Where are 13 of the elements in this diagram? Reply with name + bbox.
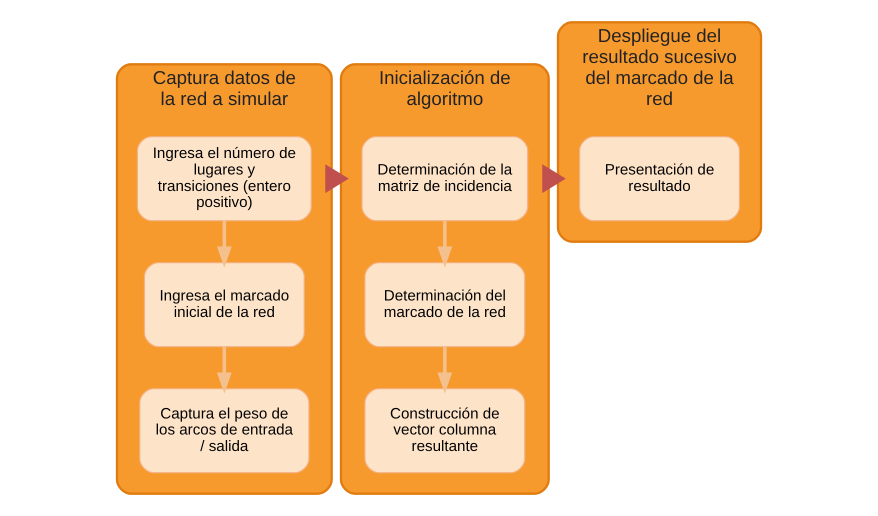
arrow: [542, 164, 566, 194]
arrow: [325, 164, 349, 194]
node-box: Construcción de vector columna resultante: [364, 388, 526, 474]
arrow: [437, 346, 452, 394]
node-box: Determinación de la matriz de incidencia: [361, 136, 528, 222]
node-box: Ingresa el número de lugares y transiciones (entero positivo): [136, 136, 312, 222]
node-box: Captura el peso de los arcos de entrada / salida: [139, 388, 310, 474]
node-box: Ingresa el marcado inicial de la red: [144, 262, 305, 348]
node-box: Presentación de resultado: [579, 136, 740, 222]
arrow: [216, 346, 232, 394]
arrow: [216, 220, 232, 268]
node-box: Determinación del marcado de la red: [364, 262, 526, 348]
arrow: [437, 220, 452, 268]
